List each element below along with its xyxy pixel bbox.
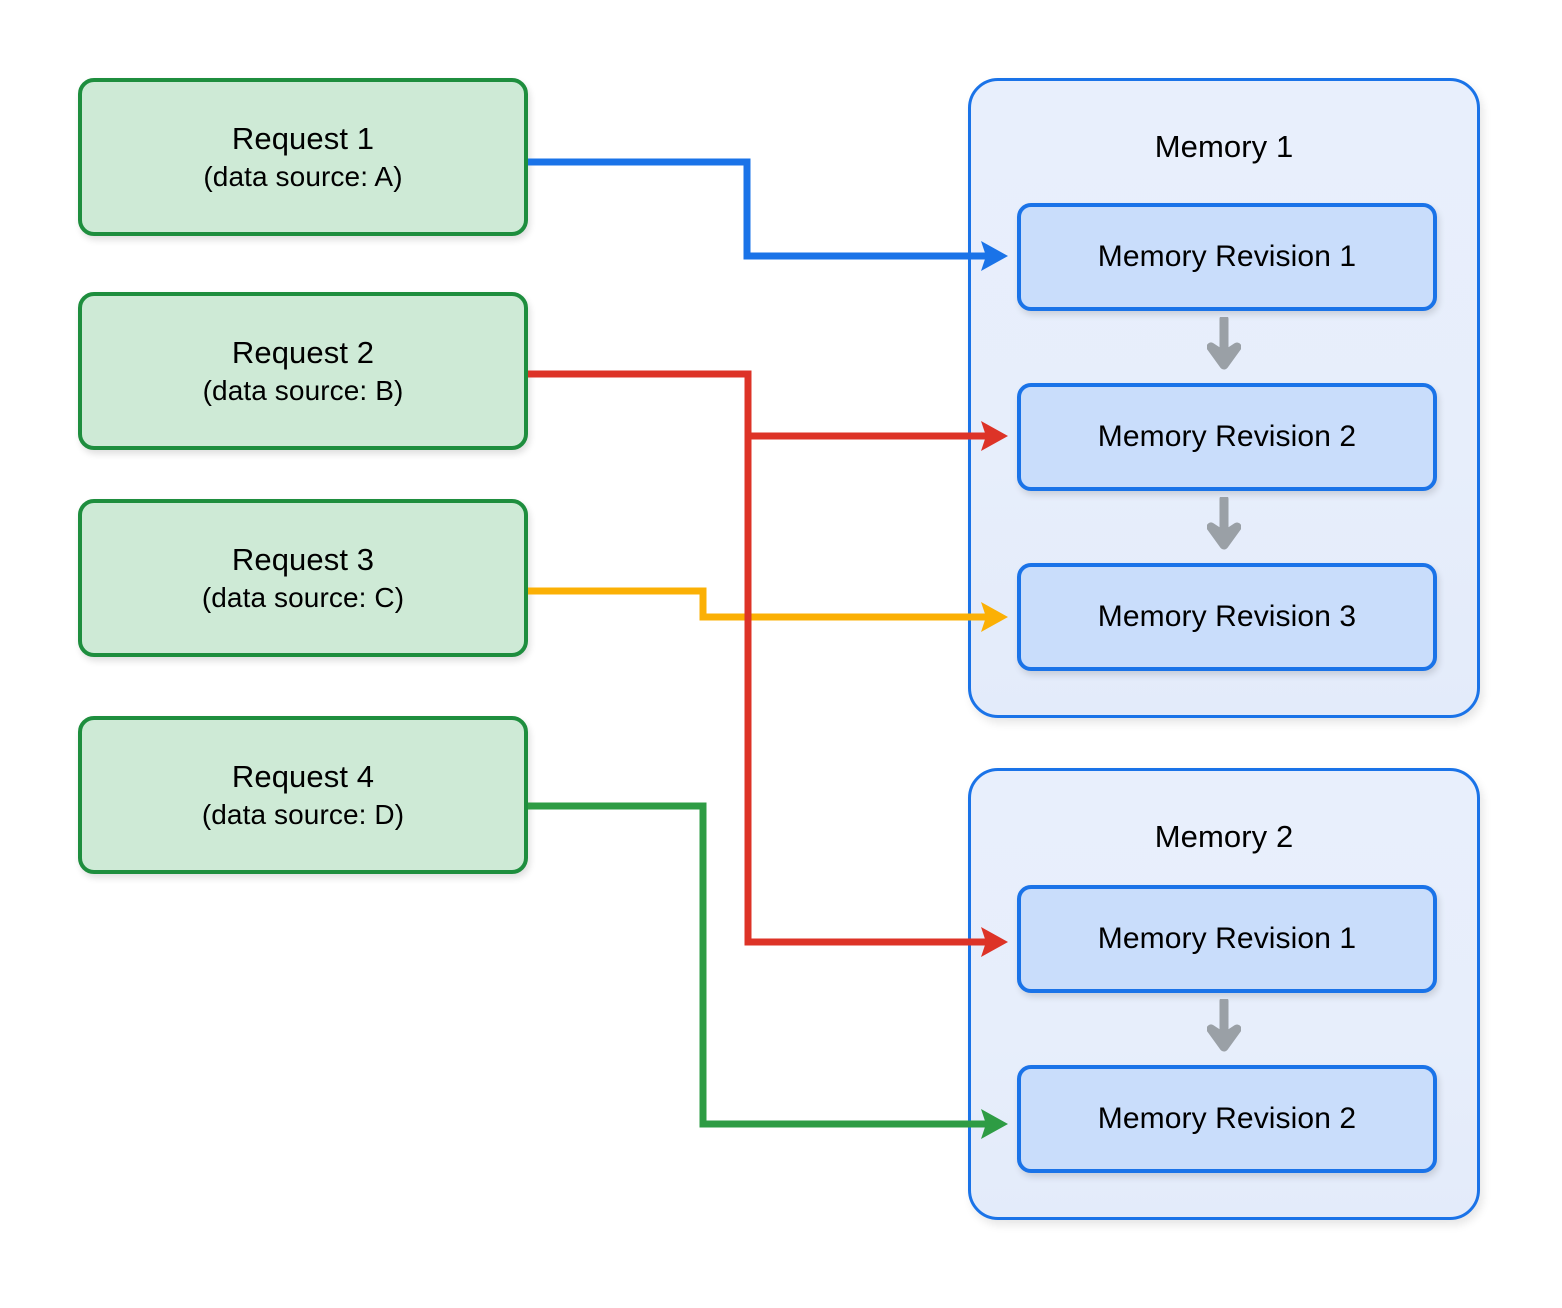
connector-request-1 <box>528 158 1008 271</box>
memory-revision-box[interactable]: Memory Revision 2 <box>1017 1065 1437 1173</box>
memory-revision-box[interactable]: Memory Revision 2 <box>1017 383 1437 491</box>
request-title: Request 2 <box>231 335 375 371</box>
memory-title: Memory 1 <box>1154 129 1294 164</box>
revision-flow-arrow-icon <box>971 497 1477 551</box>
connector-request-3 <box>528 587 1008 632</box>
request-subtitle: (data source: D) <box>201 798 405 830</box>
memory-container-1[interactable]: Memory 1 Memory Revision 1 Memory Revisi… <box>968 78 1480 718</box>
request-box-1[interactable]: Request 1 (data source: A) <box>78 78 528 236</box>
request-box-2[interactable]: Request 2 (data source: B) <box>78 292 528 450</box>
request-title: Request 1 <box>231 121 375 157</box>
revision-flow-arrow-icon <box>971 999 1477 1053</box>
memory-container-2[interactable]: Memory 2 Memory Revision 1 Memory Revisi… <box>968 768 1480 1220</box>
request-title: Request 4 <box>231 759 375 795</box>
request-box-4[interactable]: Request 4 (data source: D) <box>78 716 528 874</box>
request-subtitle: (data source: C) <box>201 581 405 613</box>
request-box-3[interactable]: Request 3 (data source: C) <box>78 499 528 657</box>
connector-request-4 <box>528 802 1008 1139</box>
memory-revision-box[interactable]: Memory Revision 3 <box>1017 563 1437 671</box>
request-subtitle: (data source: A) <box>203 160 403 192</box>
revision-flow-arrow-icon <box>971 317 1477 371</box>
memory-revision-box[interactable]: Memory Revision 1 <box>1017 203 1437 311</box>
memory-title: Memory 2 <box>1154 819 1294 854</box>
connector-request-2 <box>528 370 1008 957</box>
memory-revision-box[interactable]: Memory Revision 1 <box>1017 885 1437 993</box>
request-subtitle: (data source: B) <box>202 374 404 406</box>
request-title: Request 3 <box>231 542 375 578</box>
